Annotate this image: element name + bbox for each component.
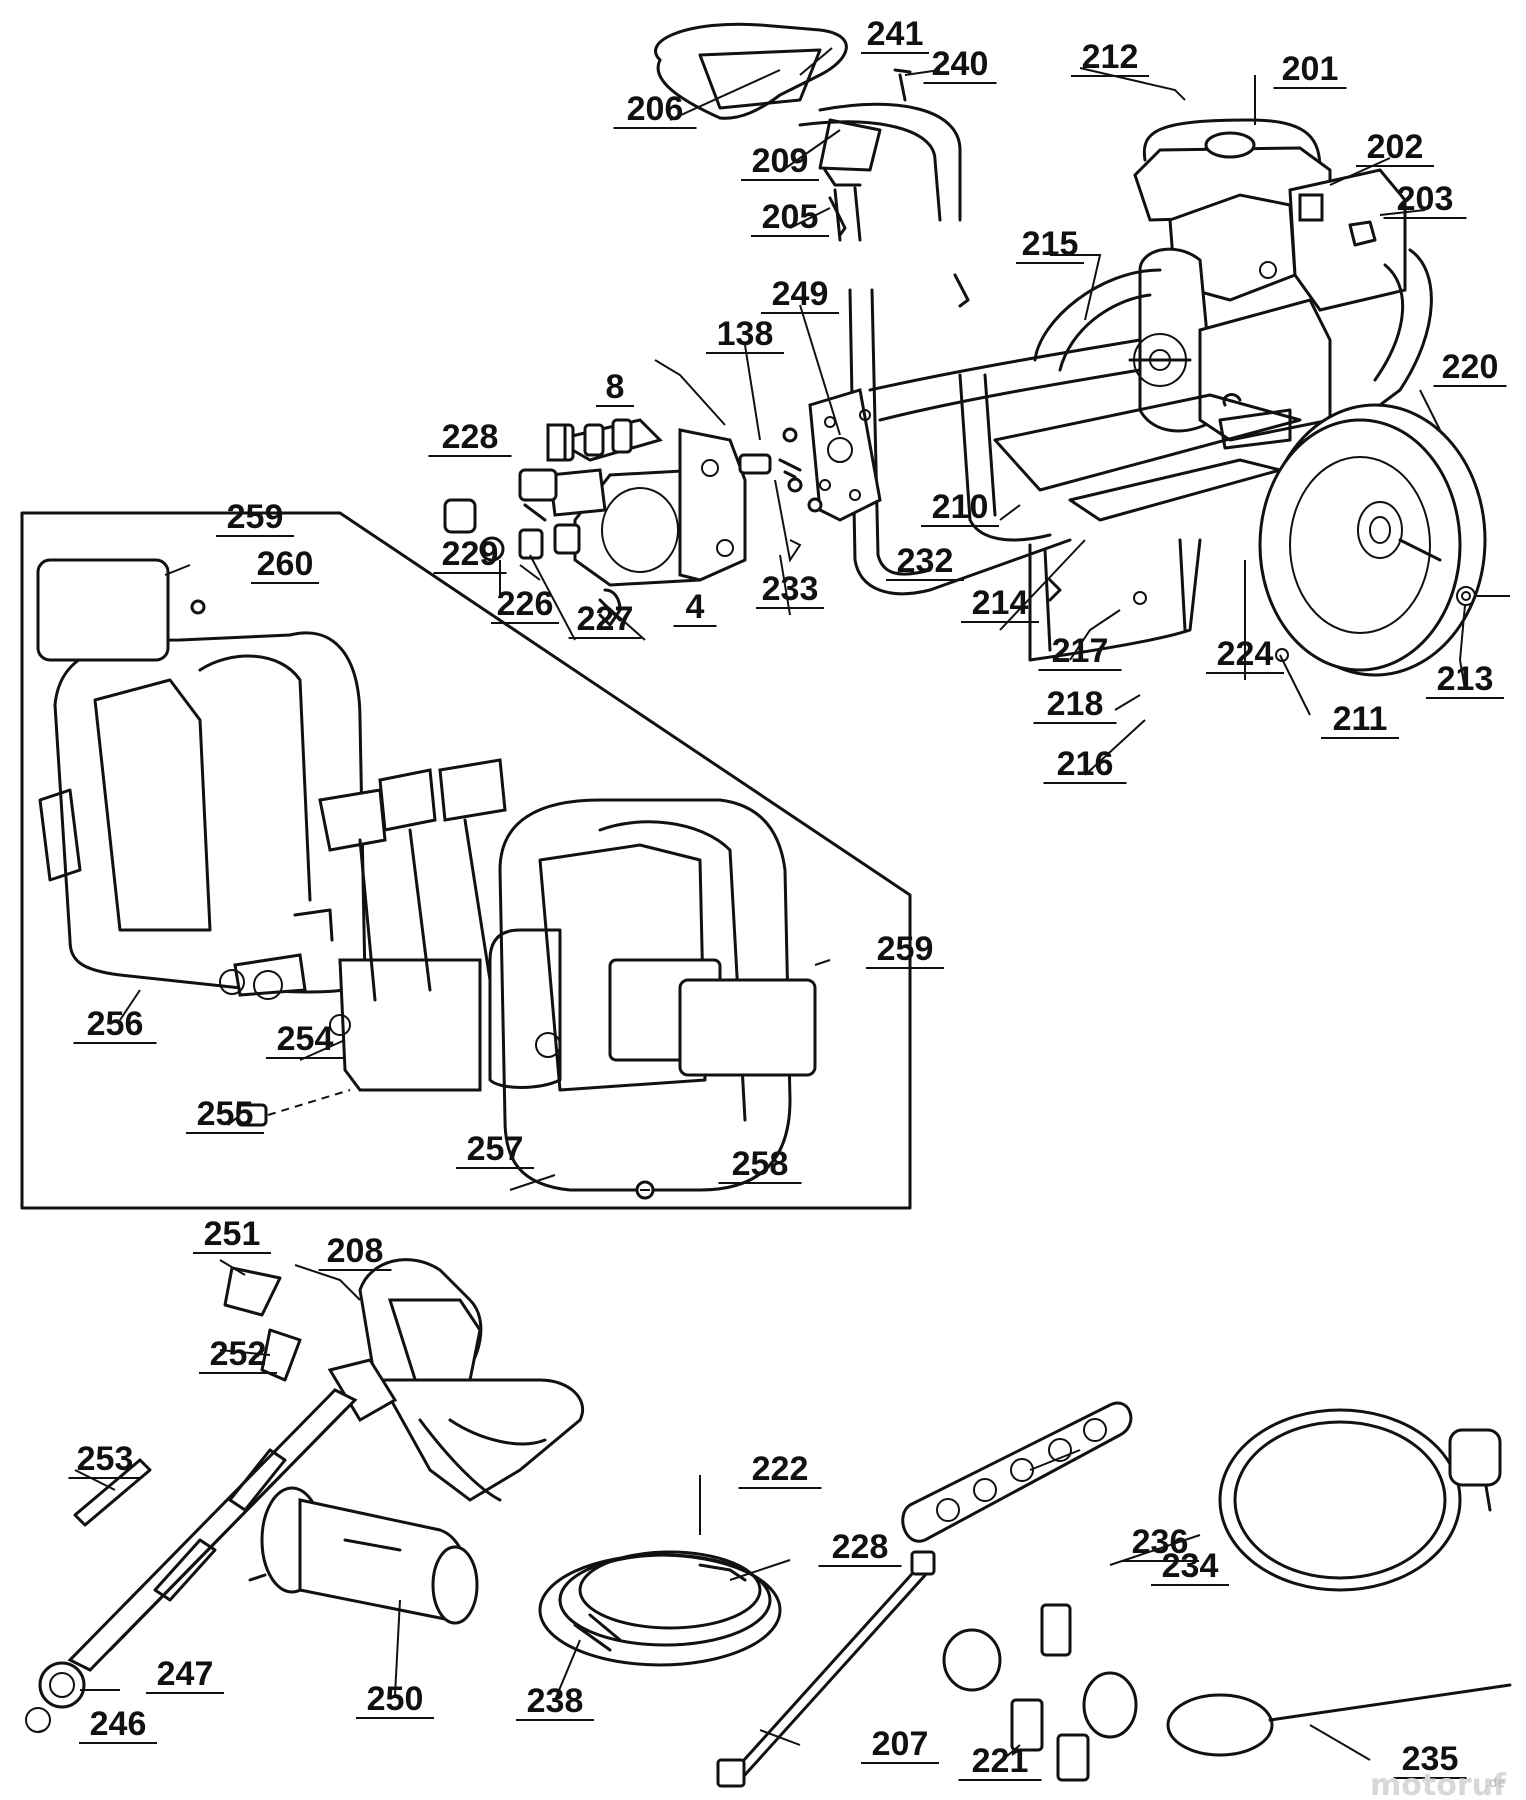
callout-238: 238 xyxy=(527,1682,584,1720)
callout-221: 221 xyxy=(972,1742,1029,1780)
callout-256: 256 xyxy=(87,1005,144,1043)
callout-250: 250 xyxy=(367,1680,424,1718)
callout-246: 246 xyxy=(90,1705,147,1743)
callout-240: 240 xyxy=(932,45,989,83)
suction-hose xyxy=(1218,1408,1502,1592)
callout-8: 8 xyxy=(606,368,625,406)
watermark-suffix: .de xyxy=(1485,1776,1505,1791)
callout-207: 207 xyxy=(872,1725,929,1763)
nozzles xyxy=(942,1603,1138,1782)
inset-housing xyxy=(36,558,817,1192)
callout-206: 206 xyxy=(627,90,684,128)
inset-box xyxy=(20,511,912,1210)
callout-209: 209 xyxy=(752,142,809,180)
callout-227: 227 xyxy=(577,600,634,638)
callout-249: 249 xyxy=(772,275,829,313)
engine xyxy=(1128,118,1407,442)
callout-210: 210 xyxy=(932,488,989,526)
callout-213: 213 xyxy=(1437,660,1494,698)
callout-234: 234 xyxy=(1162,1547,1219,1585)
callout-226: 226 xyxy=(497,585,554,623)
callout-235: 235 xyxy=(1402,1740,1459,1778)
callout-217: 217 xyxy=(1052,632,1109,670)
callout-203: 203 xyxy=(1397,180,1454,218)
callout-252: 252 xyxy=(210,1335,267,1373)
callout-241: 241 xyxy=(867,15,924,53)
callout-228: 228 xyxy=(832,1528,889,1566)
callout-229: 229 xyxy=(442,535,499,573)
frame xyxy=(848,248,1433,662)
callout-251: 251 xyxy=(204,1215,261,1253)
handle-assembly xyxy=(654,22,970,308)
callout-208: 208 xyxy=(327,1232,384,1270)
inset-bolt xyxy=(190,599,655,1200)
wand xyxy=(716,1550,936,1788)
callout-214: 214 xyxy=(972,584,1029,622)
callout-232: 232 xyxy=(897,542,954,580)
callout-220: 220 xyxy=(1442,348,1499,386)
callout-260: 260 xyxy=(257,545,314,583)
inset-pump xyxy=(219,758,507,1092)
callout-4: 4 xyxy=(686,588,705,626)
callout-205: 205 xyxy=(762,198,819,236)
side-handle xyxy=(248,1486,479,1625)
callout-257: 257 xyxy=(467,1130,524,1168)
callout-258: 258 xyxy=(732,1145,789,1183)
watermark-brand: motoruf xyxy=(1370,1768,1507,1800)
callout-222: 222 xyxy=(752,1450,809,1488)
callout-224: 224 xyxy=(1217,635,1274,673)
callout-216: 216 xyxy=(1057,745,1114,783)
callout-202: 202 xyxy=(1367,128,1424,166)
callout-233: 233 xyxy=(762,570,819,608)
cleaning-needle xyxy=(1166,1683,1512,1757)
callout-218: 218 xyxy=(1047,685,1104,723)
callout-215: 215 xyxy=(1022,225,1079,263)
callout-201: 201 xyxy=(1282,50,1339,88)
callout-211: 211 xyxy=(1333,700,1388,738)
callout-236: 236 xyxy=(1132,1523,1189,1561)
callout-255: 255 xyxy=(197,1095,254,1133)
callout-259: 259 xyxy=(877,930,934,968)
callout-228: 228 xyxy=(442,418,499,456)
mount-plate xyxy=(782,388,882,522)
leader-lines xyxy=(37,47,1510,1763)
watermark: motoruf .de xyxy=(1370,1768,1507,1800)
spray-gun xyxy=(25,1258,584,1733)
callout-138: 138 xyxy=(717,315,774,353)
strap xyxy=(901,1401,1133,1543)
callout-254: 254 xyxy=(277,1020,334,1058)
pump-assembly xyxy=(443,418,802,627)
callout-247: 247 xyxy=(157,1655,214,1693)
callout-212: 212 xyxy=(1082,38,1139,76)
wheel xyxy=(1258,403,1487,677)
callout-253: 253 xyxy=(77,1440,134,1478)
callout-259: 259 xyxy=(227,498,284,536)
